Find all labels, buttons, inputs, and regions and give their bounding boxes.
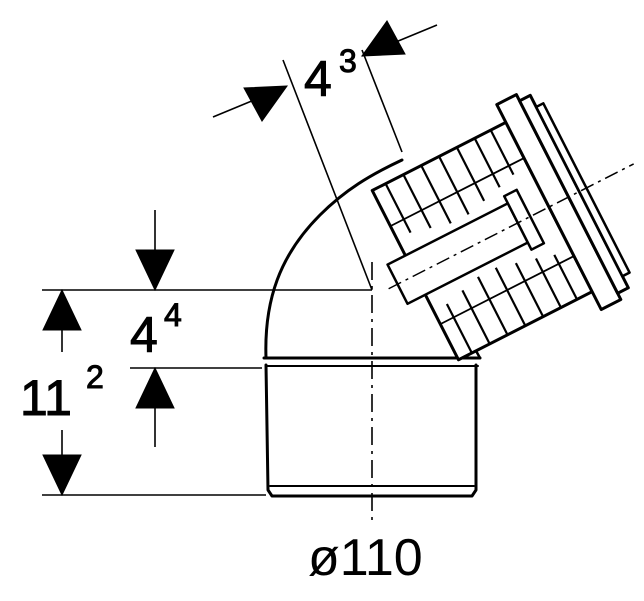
elbow-outer-curve xyxy=(264,158,404,360)
connector-ribs xyxy=(384,129,578,354)
top-offset-extension-left xyxy=(282,59,373,291)
connector-center-line xyxy=(388,163,634,290)
top-offset-main: 4 xyxy=(304,51,332,107)
inner-height-sup: 4 xyxy=(164,297,182,333)
top-offset-arrow-right xyxy=(360,20,406,57)
total-height-main: 11 xyxy=(20,370,72,426)
inner-height-arrow-top xyxy=(135,249,175,292)
diameter-label: ø110 xyxy=(308,529,423,587)
inner-height-arrow-bottom xyxy=(135,366,175,409)
top-offset-sup: 3 xyxy=(339,43,357,79)
top-offset-arrow-left xyxy=(243,85,289,122)
dimension-top-offset: 4 3 xyxy=(212,20,438,291)
dimension-inner-height: 4 4 xyxy=(42,210,372,447)
total-height-sup: 2 xyxy=(86,359,104,395)
dimension-total-height: 11 2 xyxy=(20,288,266,497)
socket-body xyxy=(264,363,478,498)
inner-height-main: 4 xyxy=(130,307,158,363)
total-height-arrow-top xyxy=(42,288,82,331)
total-height-arrow-bottom xyxy=(42,454,82,497)
angled-connector xyxy=(370,93,634,362)
top-offset-extension-right xyxy=(361,49,403,153)
